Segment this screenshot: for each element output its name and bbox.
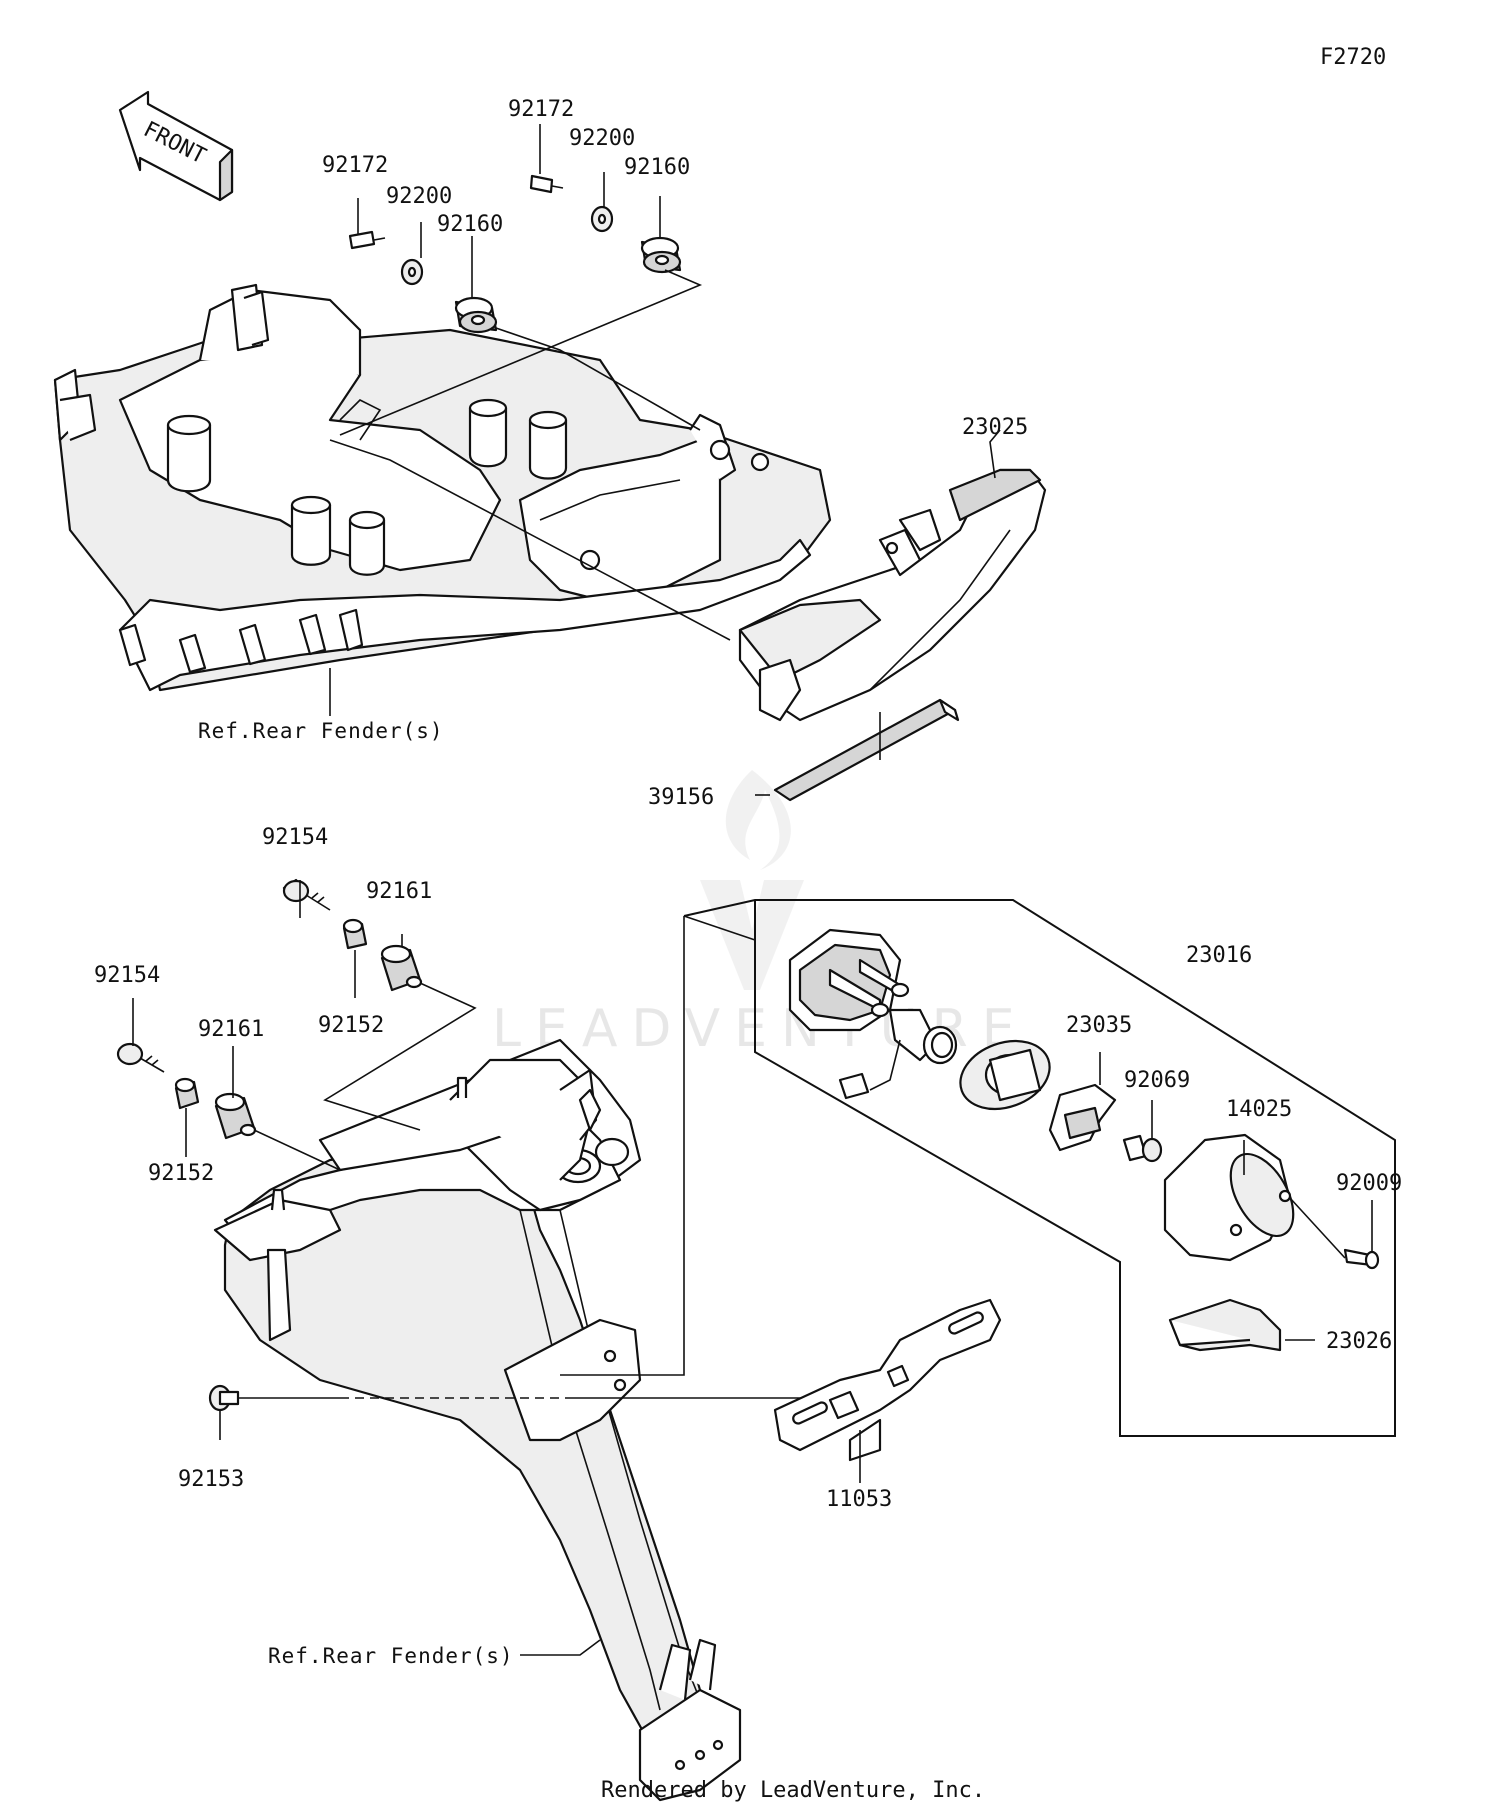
hardware-cluster-c [282,878,423,992]
screw-92009 [1289,1197,1380,1270]
callout-23035: 23035 [1066,1013,1132,1038]
bulb-92069 [1122,1134,1163,1163]
callout-92172-a: 92172 [322,153,388,178]
collar-92152-a [342,918,368,950]
figure-code: F2720 [1320,45,1386,70]
washer-bolt-92154-b [116,1042,144,1066]
screw-92172-a [348,230,376,250]
callout-23026: 23026 [1326,1329,1392,1354]
callout-23016: 23016 [1186,943,1252,968]
callout-14025: 14025 [1226,1097,1292,1122]
callout-92200-a: 92200 [386,184,452,209]
callout-labels: 92172 92200 92160 92172 92200 92160 2302… [94,97,1402,1668]
callout-92161-a: 92161 [366,879,432,904]
callout-92172-b: 92172 [508,97,574,122]
callout-11053: 11053 [826,1487,892,1512]
callout-92069: 92069 [1124,1068,1190,1093]
tail-light-23025 [738,429,1047,722]
callout-92200-b: 92200 [569,126,635,151]
callout-92154-a: 92154 [262,825,328,850]
washer-bolt-92154-a [282,879,310,903]
grommet-92160-b [640,236,682,274]
hardware-cluster-d [116,1042,257,1140]
leader-lines [132,124,1373,1656]
callout-92160-a: 92160 [437,212,503,237]
callout-92160-b: 92160 [624,155,690,180]
footer-credit: Rendered by LeadVenture, Inc. [601,1778,985,1803]
callout-92152-a: 92152 [318,1013,384,1038]
hardware-cluster-a [348,230,701,431]
front-direction-arrow: FRONT [118,90,234,202]
hardware-cluster-b [529,174,682,274]
leadventure-watermark: LEADVENTURE [492,770,1015,1059]
callout-92009: 92009 [1336,1171,1402,1196]
callout-ref-rear-fender-bottom: Ref.Rear Fender(s) [268,1644,514,1668]
collar-92152-b [174,1077,200,1110]
lamp-lens-ring [959,1039,1051,1111]
callout-92153: 92153 [178,1467,244,1492]
grommet-92161-a [380,944,423,992]
license-bracket-11053 [773,1298,1002,1462]
screw-92172-b [529,174,554,194]
cover-23026 [1168,1298,1282,1352]
rear-seat-cowl [53,283,832,692]
callout-39156: 39156 [648,785,714,810]
bulb-socket [838,1008,958,1100]
socket-clip-23035 [1048,1083,1117,1152]
lamp-housing [788,928,910,1032]
grommet-92161-b [214,1092,257,1140]
grommet-92160-a [454,296,498,334]
callout-92161-b: 92161 [198,1017,264,1042]
lamp-cover-14025 [1163,1133,1295,1262]
callout-92154-b: 92154 [94,963,160,988]
assembly-boundary-23016 [683,899,1396,1437]
rear-fender-mudguard [213,1038,742,1802]
callout-23025: 23025 [962,415,1028,440]
callout-92152-b: 92152 [148,1161,214,1186]
screw-92153 [208,1384,240,1412]
reflector-39156 [773,698,960,802]
callout-ref-rear-fender-top: Ref.Rear Fender(s) [198,719,444,743]
mount-bosses [166,398,568,576]
